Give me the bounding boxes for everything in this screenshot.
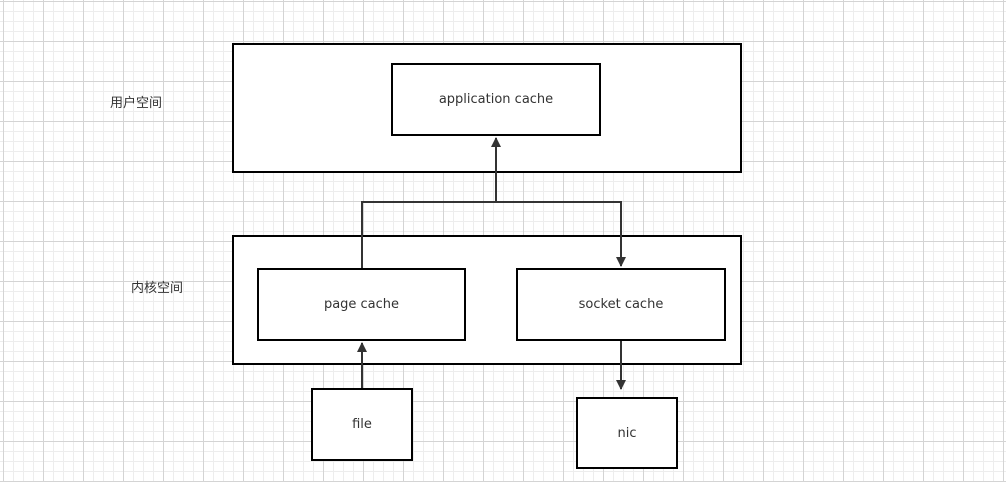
user-space-label: 用户空间 bbox=[110, 96, 163, 111]
page-cache-node[interactable]: page cache bbox=[257, 268, 466, 341]
edge-page-cache-to-application-cache bbox=[361, 137, 501, 268]
file-label: file bbox=[352, 417, 372, 432]
nic-node[interactable]: nic bbox=[576, 397, 678, 469]
page-cache-label: page cache bbox=[323, 297, 400, 312]
socket-cache-label: socket cache bbox=[578, 297, 664, 312]
kernel-space-label: 内核空间 bbox=[131, 281, 184, 296]
nic-label: nic bbox=[617, 425, 637, 441]
edge-application-cache-to-socket-cache bbox=[496, 201, 626, 267]
application-cache-label: application cache bbox=[438, 92, 554, 107]
socket-cache-node[interactable]: socket cache bbox=[516, 268, 726, 341]
file-node[interactable]: file bbox=[311, 388, 413, 461]
application-cache-node[interactable]: application cache bbox=[391, 63, 601, 136]
